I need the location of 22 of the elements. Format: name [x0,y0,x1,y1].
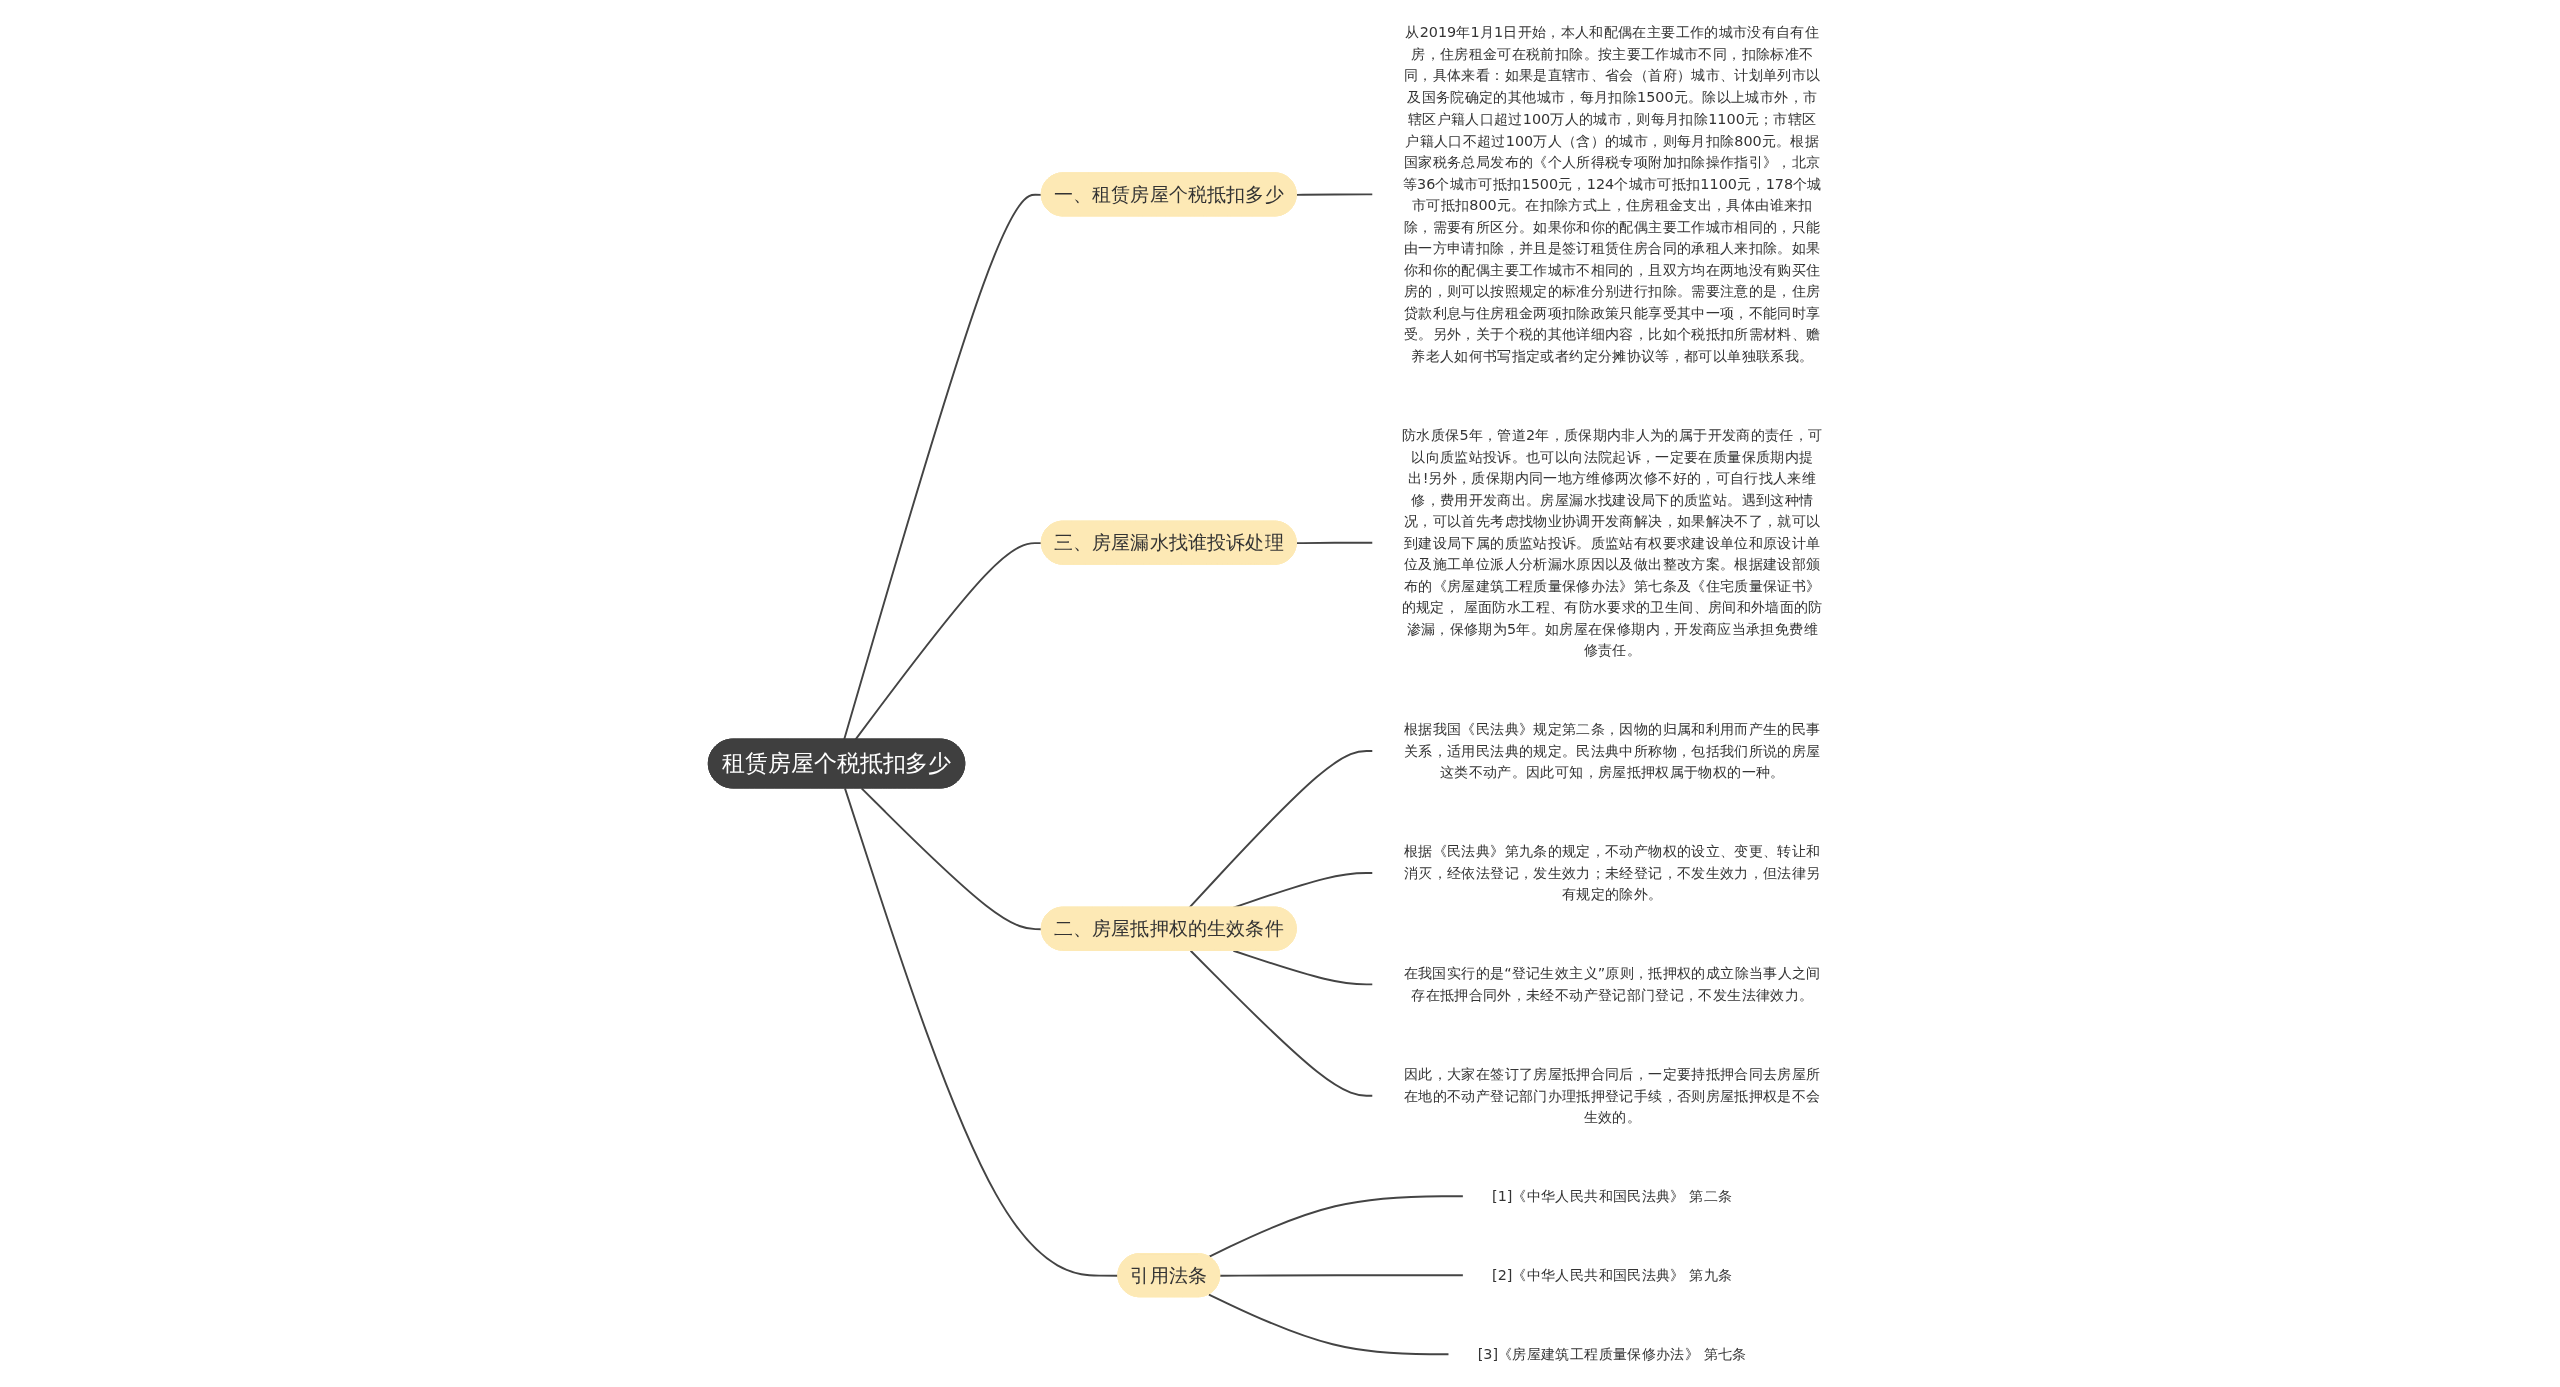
connector [860,787,1043,931]
node-text: [3]《房屋建筑工程质量保修办法》 第七条 [1477,1345,1747,1363]
node-text: 因此，大家在签订了房屋抵押合同后，一定要持抵押合同去房屋所在地的不动产登记部门办理抵押登记手续，否则房屋抵押权是不会生效的。 [1403,1065,1821,1126]
node-text: 根据《民法典》第九条的规定，不动产物权的设立、变更、转让和消灭，经依法登记，发生效力；未经登记，不发生效力，但法律另有规定的除外。 [1403,842,1821,903]
connector [1295,541,1374,545]
node-text: 防水质保5年，管道2年，质保期内非人为的属于开发商的责任，可以向质监站投诉。也可以向法院起诉，一定要在质量保质期内提出!另外，质保期内同一地方维修两次修不好的，可自行找人来维修，费用开发商出。房屋漏水找建设局下的质监站。遇到这种情况，可以首先考虑找物业协调开发商解决，如果解决不了，就可以到建设局下属的质监站投诉。质监站有权要求建设单位和原设计单位及施工单位派人分析漏水原因以及做出整改方案。根据建设部颁布的《房屋建筑工程质量保修办法》第七条及《住宅质量保证书》的规定， 屋面防水工程、有防水要求的卫生间、房间和外墙面的防渗漏，保修期为5年。如房屋在保修期内，开发商应当承担免费维修责任。 [1401,426,1823,659]
connector [854,542,1043,741]
node-text: 根据我国《民法典》规定第二条，因物的归属和利用而产生的民事关系，适用民法典的规定。民法典中所称物，包括我们所说的房屋这类不动产。因此可知，房屋抵押权属于物权的一种。 [1403,720,1821,781]
connector [1232,949,1374,986]
connector [1219,1274,1465,1277]
node-text: [1]《中华人民共和国民法典》 第二条 [1492,1187,1733,1205]
connector [1188,750,1374,909]
node-text: 在我国实行的是“登记生效主义”原则，抵押权的成立除当事人之间存在抵押合同外，未经不动产登记部门登记，不发生法律效力。 [1403,964,1821,1004]
connector [1232,872,1374,909]
connector [1207,1293,1450,1356]
connector [1295,193,1374,196]
node-text: [2]《中华人民共和国民法典》 第九条 [1492,1266,1733,1284]
connector [843,193,1043,741]
connector [1189,949,1374,1097]
connector [1207,1195,1465,1258]
connector [844,787,1120,1277]
node-text: 从2019年1月1日开始，本人和配偶在主要工作的城市没有自有住房，住房租金可在税前扣除。按主要工作城市不同，扣除标准不同，具体来看：如果是直辖市、省会（首府）城市、计划单列市以及国务院确定的其他城市，每月扣除1500元。除以上城市外，市辖区户籍人口超过100万人的城市，则每月扣除1100元；市辖区户籍人口不超过100万人（含）的城市，则每月扣除800元。根据国家税务总局发布的《个人所得税专项附加扣除操作指引》，北京等36个城市可抵扣1500元，124个城市可抵扣1100元，178个城市可抵扣800元。在扣除方式上，住房租金支出，具体由谁来扣除，需要有所区分。如果你和你的配偶主要工作城市相同的，只能由一方申请扣除，并且是签订租赁住房合同的承租人来扣除。如果你和你的配偶主要工作城市不相同的，且双方均在两地没有购买住房的，则可以按照规定的标准分别进行扣除。需要注意的是，住房贷款利息与住房租金两项扣除政策只能享受其中一项，不能同时享受。另外，关于个税的其他详细内容，比如个税抵扣所需材料、赡养老人如何书写指定或者约定分摊协议等，都可以单独联系我。 [1402,23,1822,365]
